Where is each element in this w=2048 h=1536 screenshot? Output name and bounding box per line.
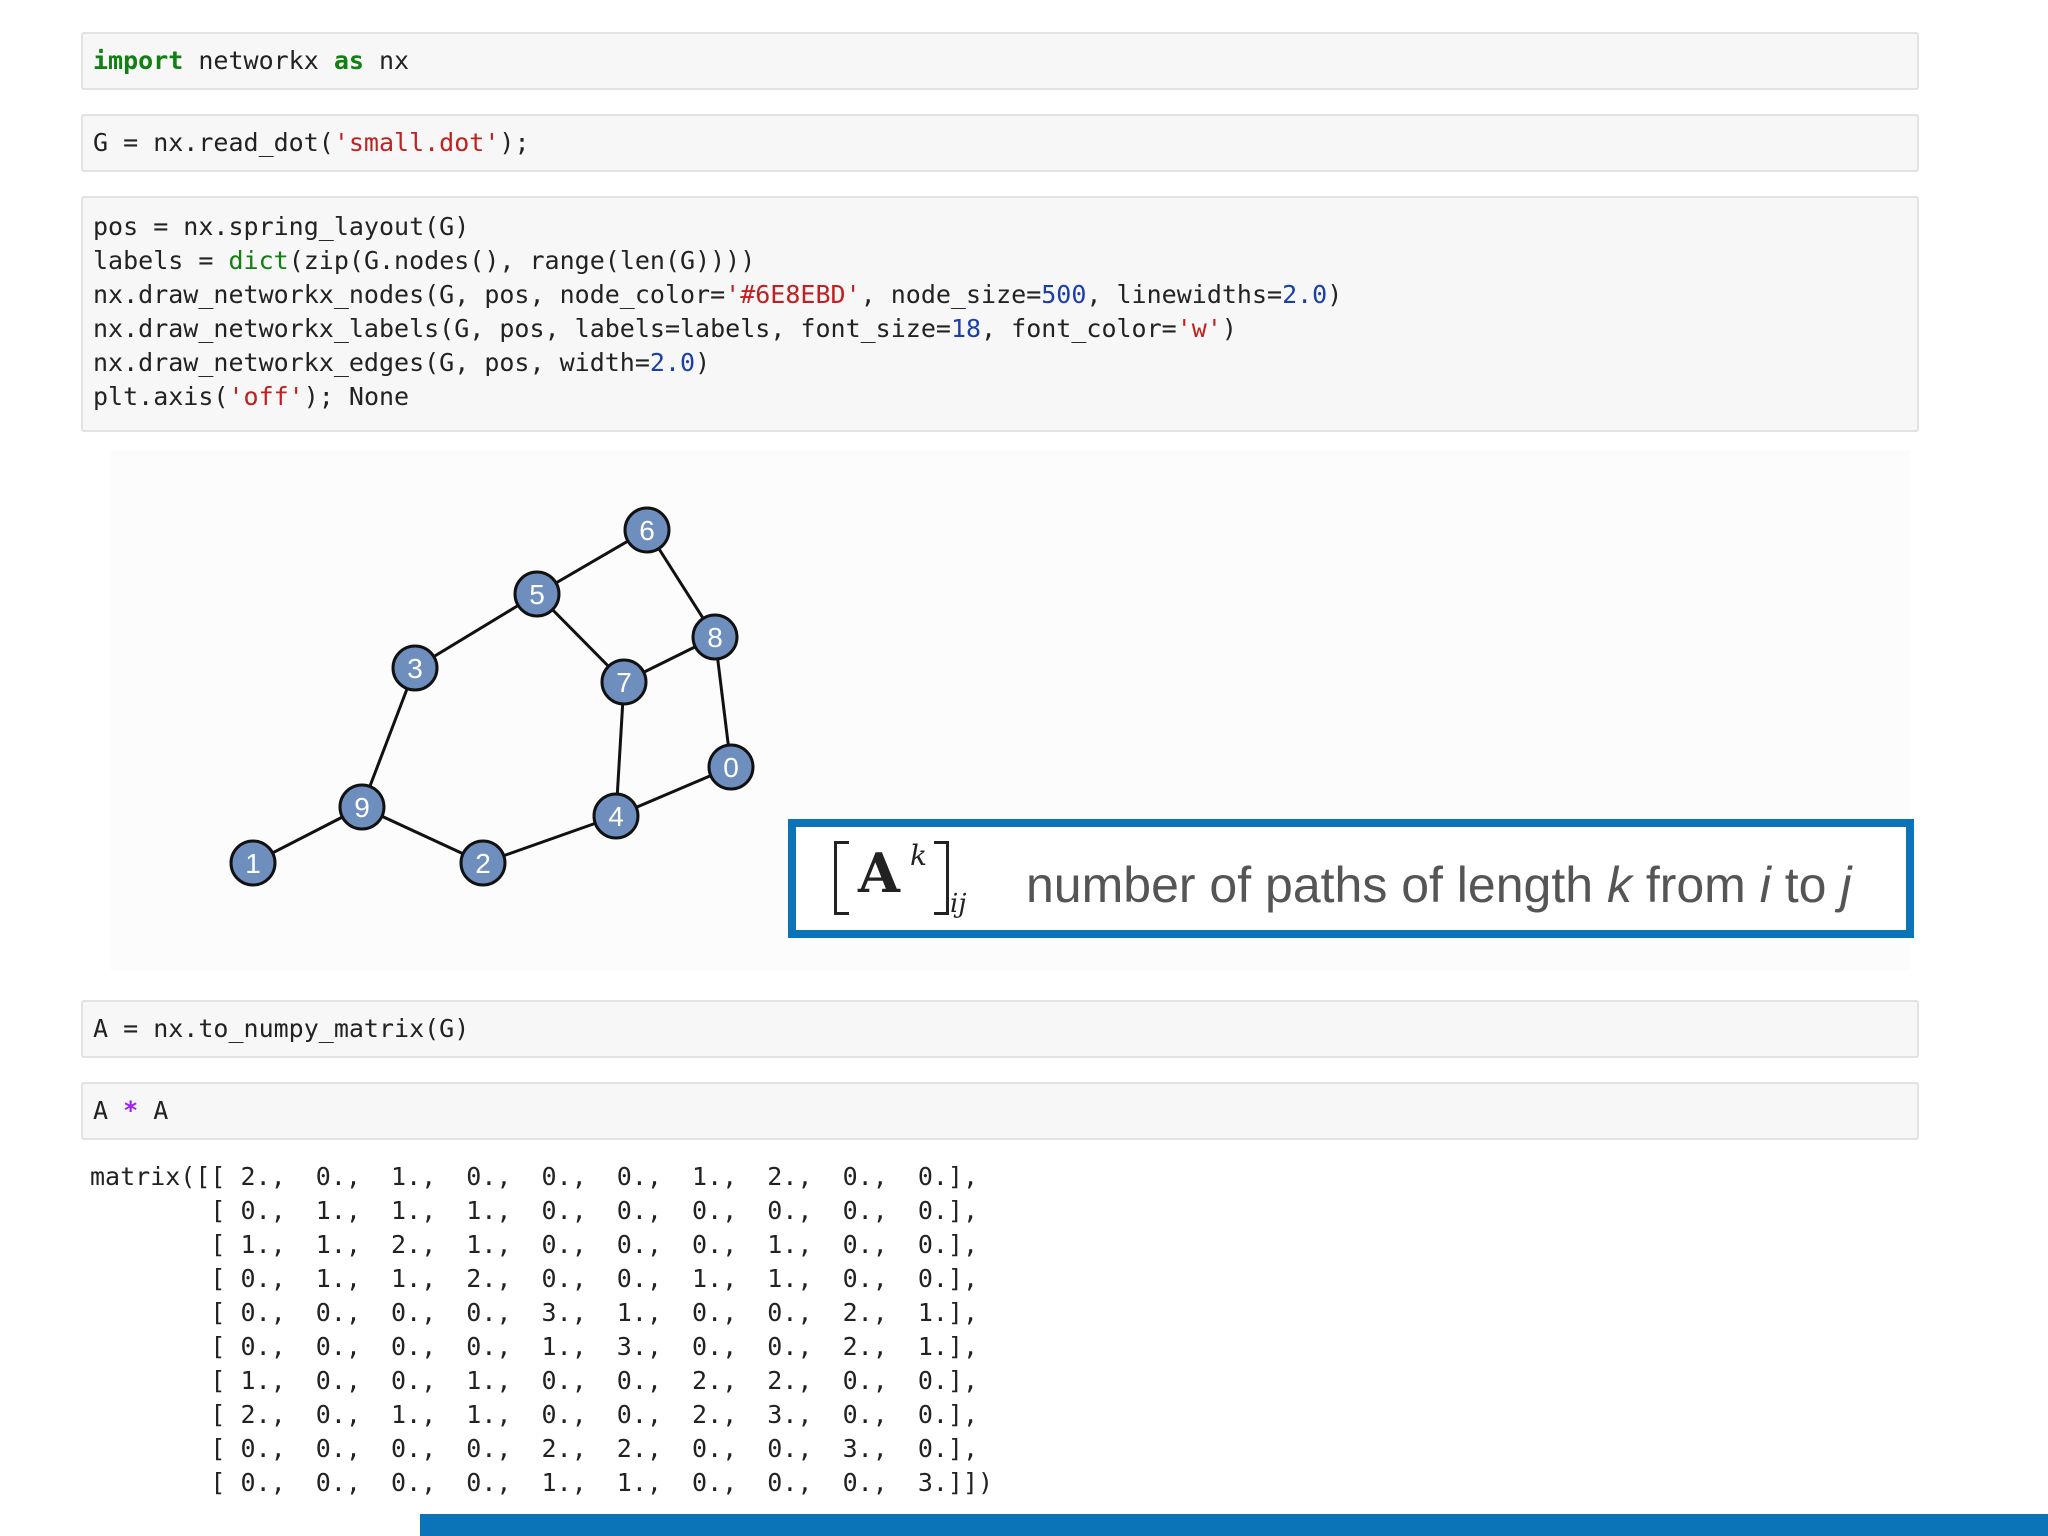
alias-name: nx (363, 46, 410, 75)
graph-node-label: 1 (245, 848, 261, 879)
graph-node: 6 (623, 506, 671, 554)
graph-node: 8 (691, 613, 739, 661)
code-line: A * A (93, 1094, 168, 1128)
code-line: import networkx as nx (93, 44, 409, 78)
exponent: k (910, 839, 927, 872)
graph-node-label: 8 (707, 622, 723, 653)
graph-node: 4 (592, 792, 640, 840)
left-bracket (834, 841, 849, 915)
graph-node-circle (391, 644, 439, 692)
number-literal: 500 (1041, 280, 1087, 309)
graph-node: 7 (600, 658, 648, 706)
code-text: nx.draw_networkx_nodes(G, pos, node_colo… (93, 280, 726, 309)
code-text: nx.draw_networkx_edges(G, pos, width= (93, 348, 650, 377)
nodes-layer: 0 1 2 3 4 5 6 7 8 9 (229, 506, 755, 887)
code-text: plt.axis( (93, 382, 229, 411)
graph-node-circle (338, 783, 386, 831)
code-text: ) (1221, 314, 1237, 343)
keyword: import (93, 46, 184, 75)
code-text: A (93, 1096, 124, 1125)
operator: * (123, 1096, 139, 1125)
code-line: nx.draw_networkx_nodes(G, pos, node_colo… (93, 278, 1342, 312)
code-cell-import[interactable]: import networkx as nx (81, 32, 1919, 90)
code-text: , linewidths= (1086, 280, 1283, 309)
code-cell-draw-graph[interactable]: pos = nx.spring_layout(G) labels = dict(… (81, 196, 1919, 432)
string-literal: 'w' (1176, 314, 1222, 343)
graph-edge (482, 814, 617, 865)
callout-text-part: from (1631, 857, 1760, 913)
graph-node: 1 (229, 839, 277, 887)
string-literal: 'small.dot' (333, 128, 500, 157)
code-line: nx.draw_networkx_edges(G, pos, width=2.0… (93, 346, 710, 380)
edges-layer (252, 528, 733, 865)
string-literal: '#6E8EBD' (725, 280, 861, 309)
code-cell-to-numpy-matrix[interactable]: A = nx.to_numpy_matrix(G) (81, 1000, 1919, 1058)
graph-node: 9 (338, 783, 386, 831)
graph-node-circle (600, 658, 648, 706)
callout-var-i: i (1759, 857, 1771, 913)
graph-node: 2 (459, 839, 507, 887)
graph-node-label: 3 (407, 653, 423, 684)
matrix-output: matrix([[ 2., 0., 1., 0., 0., 0., 1., 2.… (90, 1162, 994, 1497)
graph-node-label: 7 (616, 667, 632, 698)
matrix-power-formula: A k ij (834, 829, 984, 939)
graph-edge (414, 592, 538, 670)
code-line: labels = dict(zip(G.nodes(), range(len(G… (93, 244, 755, 278)
graph-node-circle (623, 506, 671, 554)
number-literal: 18 (950, 314, 982, 343)
graph-node-label: 5 (529, 579, 545, 610)
graph-node-circle (229, 839, 277, 887)
matrix-symbol: A (858, 841, 900, 905)
graph-node-label: 0 (723, 752, 739, 783)
code-text: ) (1327, 280, 1343, 309)
graph-node-circle (459, 839, 507, 887)
string-literal: 'off' (228, 382, 304, 411)
code-line: nx.draw_networkx_labels(G, pos, labels=l… (93, 312, 1237, 346)
module-name: networkx (183, 46, 334, 75)
code-text: ) (695, 348, 711, 377)
code-line: G = nx.read_dot('small.dot'); (93, 126, 530, 160)
code-cell-matrix-square[interactable]: A * A (81, 1082, 1919, 1140)
right-bracket (934, 841, 949, 915)
graph-node-circle (513, 570, 561, 618)
graph-node-circle (707, 743, 755, 791)
callout-box: A k ij number of paths of length k from … (788, 819, 1914, 938)
code-text: , font_color= (981, 314, 1177, 343)
code-line: pos = nx.spring_layout(G) (93, 212, 470, 241)
graph-node-circle (592, 792, 640, 840)
graph-node: 0 (707, 743, 755, 791)
builtin-function: dict (228, 246, 289, 275)
graph-node-circle (691, 613, 739, 661)
code-text: , node_size= (860, 280, 1042, 309)
code-text: nx.draw_networkx_labels(G, pos, labels=l… (93, 314, 951, 343)
code-text: ); (499, 128, 530, 157)
number-literal: 2.0 (649, 348, 696, 377)
graph-node-label: 4 (608, 801, 624, 832)
bottom-accent-bar (420, 1514, 2048, 1536)
callout-text: number of paths of length k from i to j (1026, 857, 1851, 913)
code-text: G = nx.read_dot( (93, 128, 334, 157)
graph-edge (360, 667, 417, 808)
graph-node: 5 (513, 570, 561, 618)
code-cell-read-dot[interactable]: G = nx.read_dot('small.dot'); (81, 114, 1919, 172)
callout-text-part: to (1770, 857, 1841, 913)
graph-node-label: 9 (354, 792, 370, 823)
callout-text-part: number of paths of length (1026, 857, 1607, 913)
code-line: A = nx.to_numpy_matrix(G) (93, 1014, 470, 1043)
graph-node: 3 (391, 644, 439, 692)
number-literal: 2.0 (1282, 280, 1328, 309)
network-graph: 0 1 2 3 4 5 6 7 8 9 (229, 506, 755, 887)
subscript: ij (950, 889, 967, 919)
code-text: ); None (303, 382, 410, 411)
keyword: as (333, 46, 364, 75)
graph-node-label: 6 (639, 515, 655, 546)
callout-var-k: k (1606, 857, 1632, 913)
code-text: (zip(G.nodes(), range(len(G)))) (288, 246, 756, 275)
code-line: plt.axis('off'); None (93, 380, 409, 414)
graph-node-label: 2 (475, 848, 491, 879)
callout-var-j: j (1840, 857, 1852, 913)
code-text: A (138, 1096, 169, 1125)
code-text: labels = (93, 246, 229, 275)
